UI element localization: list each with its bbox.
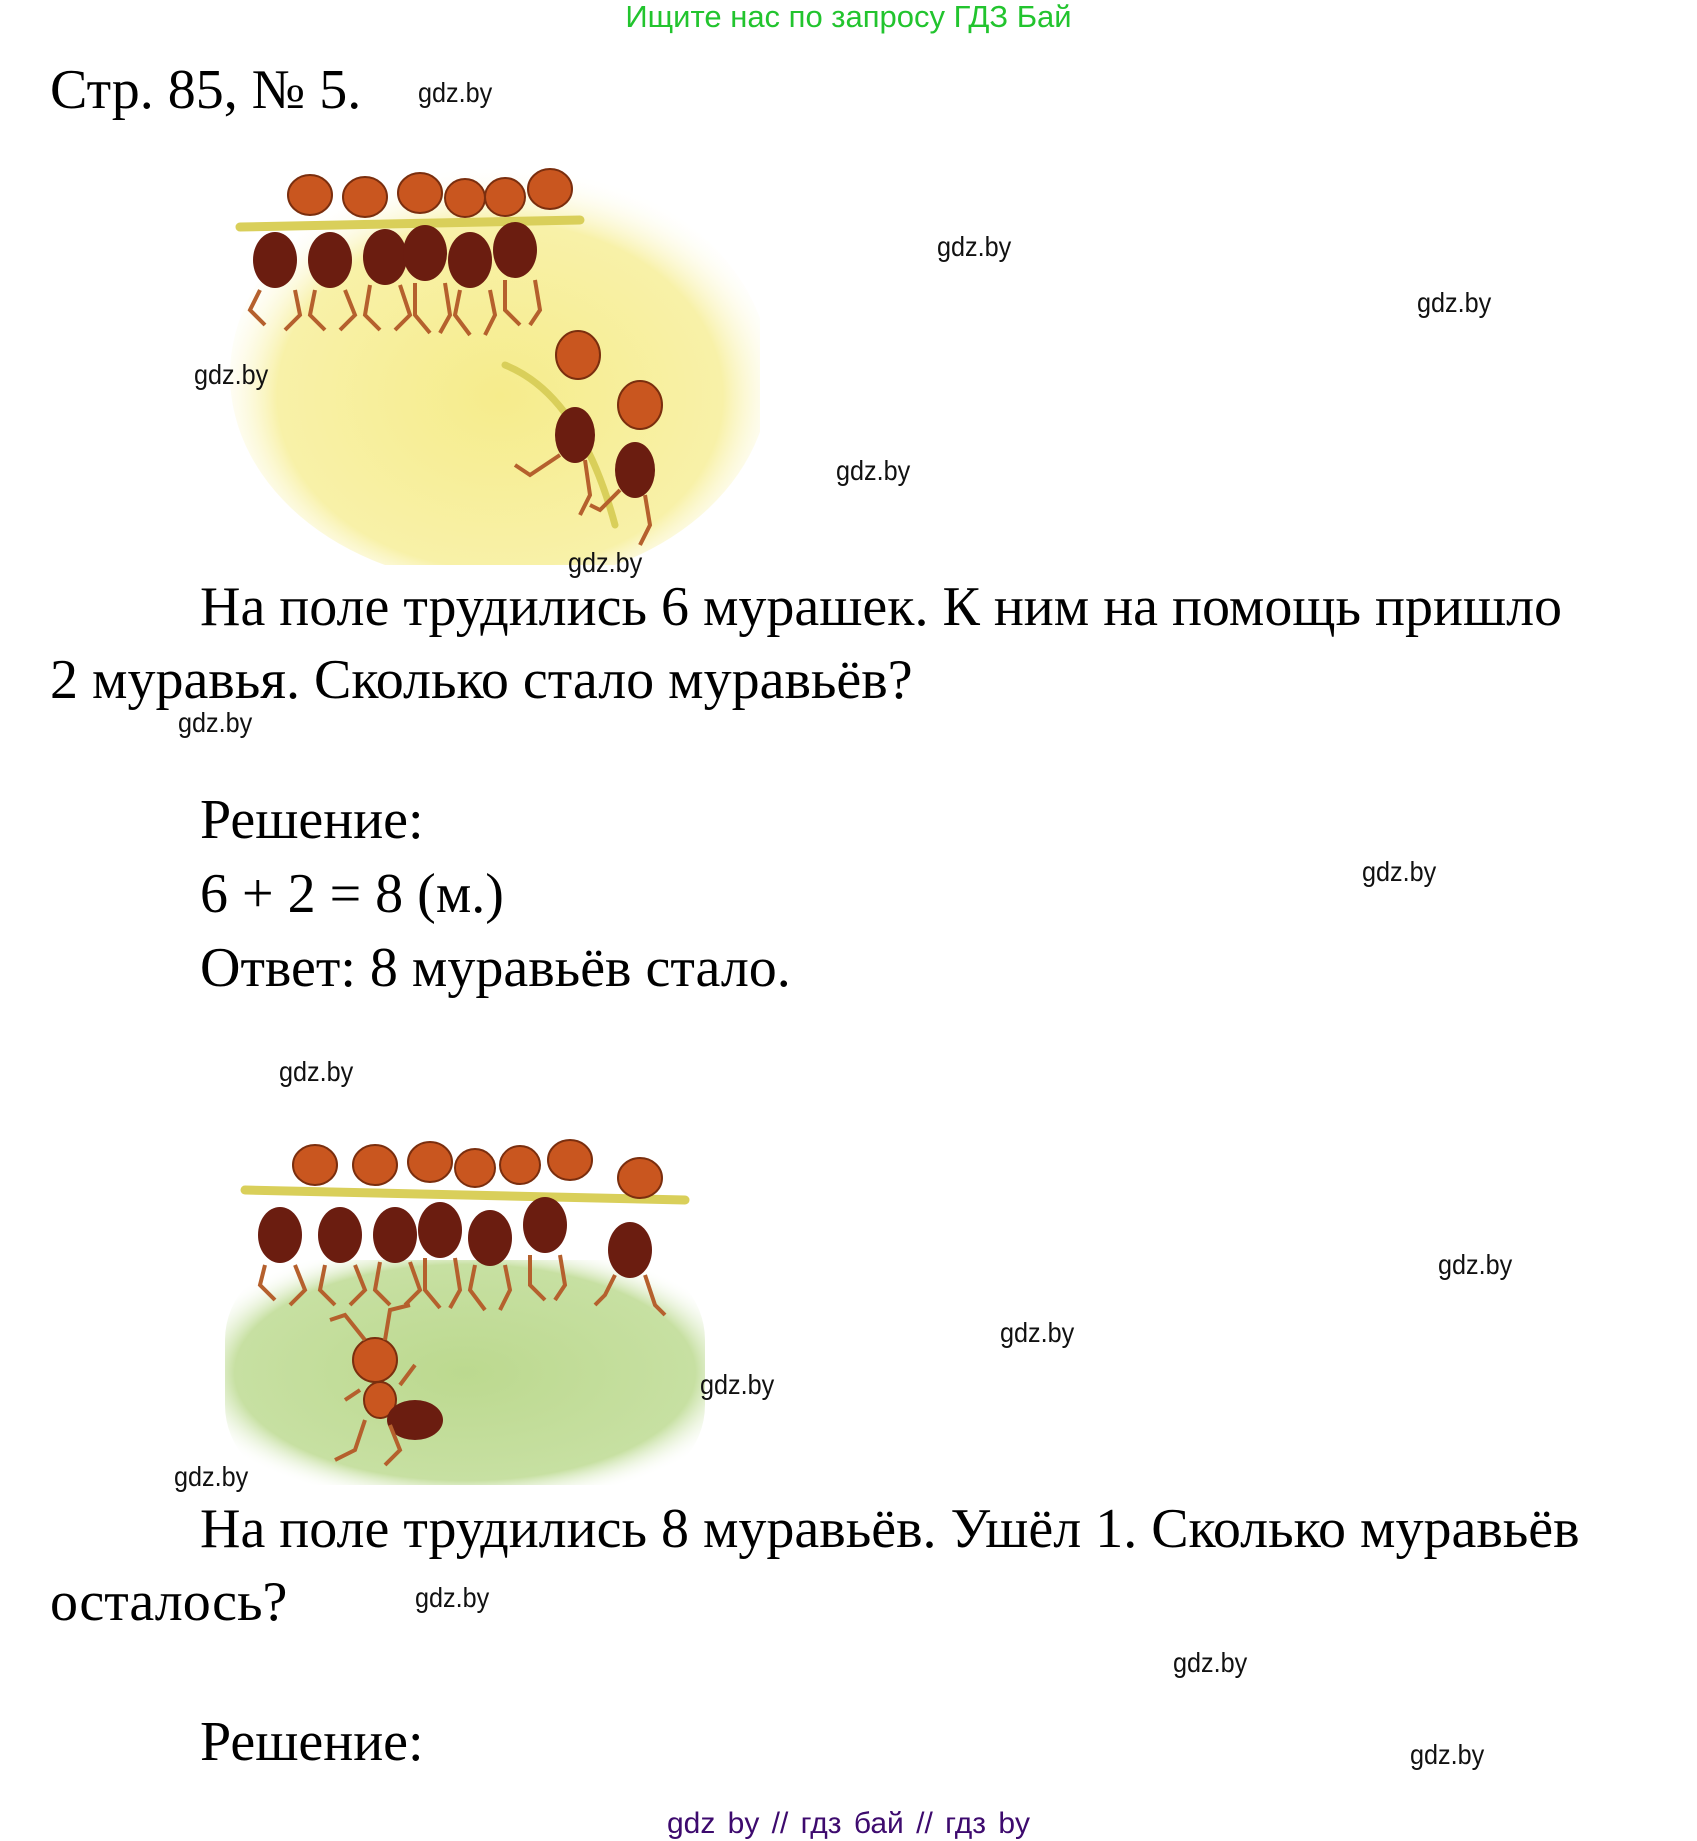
watermark: gdz.by [1173,1647,1248,1678]
problem1-line2: 2 муравья. Сколько стало муравьёв? [50,649,913,711]
problem1-answer: Ответ: 8 муравьёв стало. [200,937,791,999]
ants-carrying-stick-icon [230,165,770,585]
illustration-ants-yellow [200,125,770,585]
watermark: gdz.by [1417,287,1492,318]
problem2-solution-label: Решение: [200,1711,424,1773]
problem1-equation: 6 + 2 = 8 (м.) [200,863,504,925]
watermark: gdz.by [1000,1317,1075,1348]
watermark: gdz.by [1410,1739,1485,1770]
watermark: gdz.by [1438,1249,1513,1280]
problem2-line1: На поле трудились 8 муравьёв. Ушёл 1. Ск… [200,1498,1580,1560]
watermark: gdz.by [279,1056,354,1087]
watermark: gdz.by [418,77,493,108]
watermark: gdz.by [415,1582,490,1613]
ants-leaving-icon [225,1139,705,1485]
watermark: gdz.by [174,1461,249,1492]
watermark: gdz.by [937,231,1012,262]
watermark: gdz.by [836,455,911,486]
problem2-line2: осталось? [50,1571,288,1633]
watermark: gdz.by [700,1369,775,1400]
watermark: gdz.by [568,547,643,578]
footer-links: gdz by // гдз бай // гдз by [666,1807,1031,1840]
watermark: gdz.by [194,359,269,390]
search-banner: Ищите нас по запросу ГДЗ Бай [625,0,1072,34]
illustration-ants-green [215,1090,735,1490]
watermark: gdz.by [1362,856,1437,887]
problem1-line1: На поле трудились 6 мурашек. К ним на по… [200,576,1563,638]
watermark: gdz.by [178,707,253,738]
problem1-solution-label: Решение: [200,789,424,851]
page-title: Стр. 85, № 5. [50,59,362,121]
